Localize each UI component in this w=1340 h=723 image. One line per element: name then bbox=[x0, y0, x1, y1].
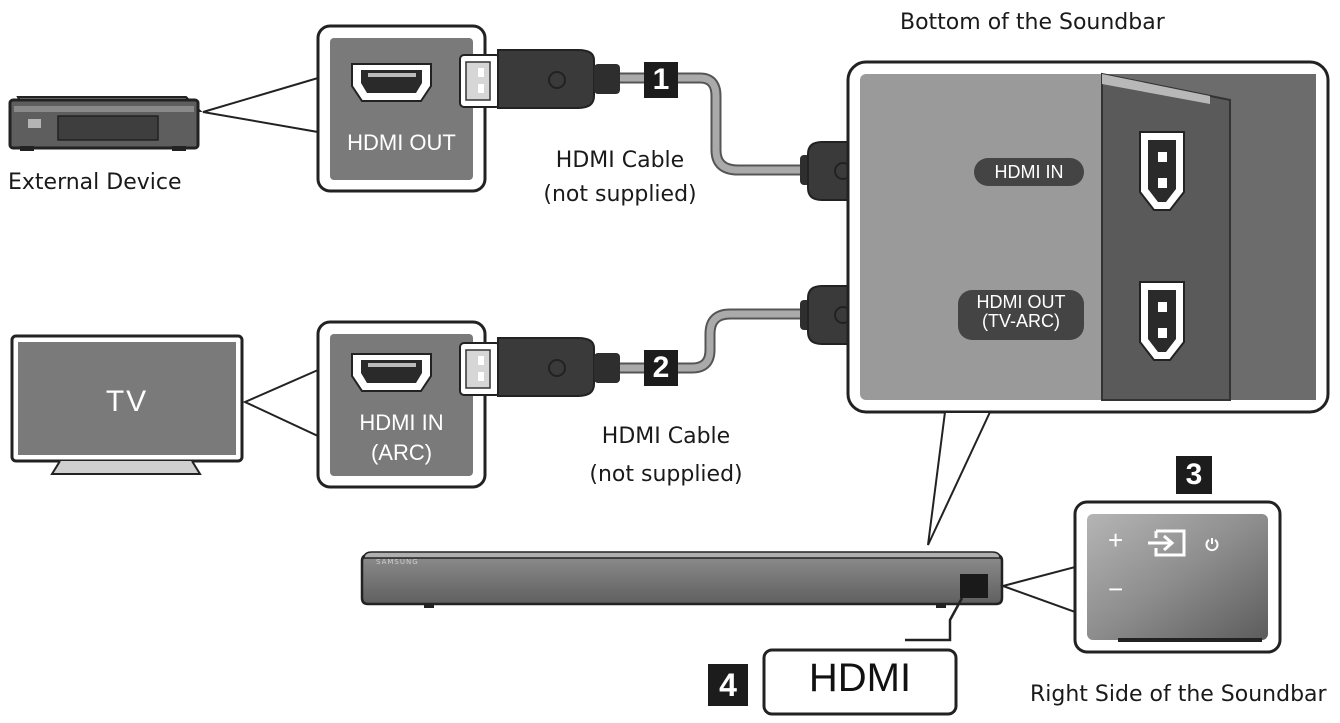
power-icon bbox=[1205, 538, 1219, 552]
hdmi-in-arc-panel bbox=[316, 320, 487, 489]
step-2-badge: 2 bbox=[644, 350, 678, 386]
tv bbox=[10, 334, 244, 475]
external-device bbox=[8, 96, 203, 151]
soundbar-hdmi-out-line1: HDMI OUT bbox=[976, 292, 1066, 312]
right-side-of-soundbar-label: Right Side of the Soundbar bbox=[1030, 682, 1327, 707]
volume-up-icon: + bbox=[1108, 525, 1124, 555]
cable2-label-line2: (not supplied) bbox=[589, 462, 743, 487]
hdmi-in-arc-label-line2: (ARC) bbox=[370, 440, 433, 465]
cable2-label-line1: HDMI Cable bbox=[601, 424, 731, 449]
soundbar-bottom-panel bbox=[846, 60, 1330, 414]
tv-label: TV bbox=[105, 385, 149, 418]
soundbar-right-side-panel bbox=[1073, 500, 1282, 654]
cable1-label-line2: (not supplied) bbox=[543, 182, 697, 207]
soundbar-hdmi-in-label: HDMI IN bbox=[974, 158, 1084, 186]
source-icon bbox=[1148, 529, 1186, 557]
hdmi-out-panel bbox=[316, 24, 487, 193]
external-device-label: External Device bbox=[8, 170, 182, 195]
cable1-label-line1: HDMI Cable bbox=[555, 148, 685, 173]
step-1-badge: 1 bbox=[644, 62, 678, 98]
hdmi-cable-2 bbox=[459, 285, 941, 397]
step-3-badge: 3 bbox=[1176, 456, 1212, 494]
bottom-of-soundbar-label: Bottom of the Soundbar bbox=[900, 10, 1165, 35]
step-4-badge: 4 bbox=[708, 664, 748, 706]
hdmi-in-arc-label-line1: HDMI IN bbox=[359, 410, 444, 435]
soundbar-hdmi-out-label: HDMI OUT (TV-ARC) bbox=[958, 290, 1084, 340]
soundbar bbox=[360, 551, 1004, 608]
soundbar-hdmi-out-line2: (TV-ARC) bbox=[982, 310, 1060, 331]
volume-down-icon: − bbox=[1108, 574, 1124, 604]
soundbar-logo: SAMSUNG bbox=[376, 558, 419, 566]
hdmi-callout-box bbox=[762, 648, 958, 716]
hdmi-out-label: HDMI OUT bbox=[347, 130, 456, 155]
hdmi-callout-label: HDMI bbox=[808, 656, 912, 700]
